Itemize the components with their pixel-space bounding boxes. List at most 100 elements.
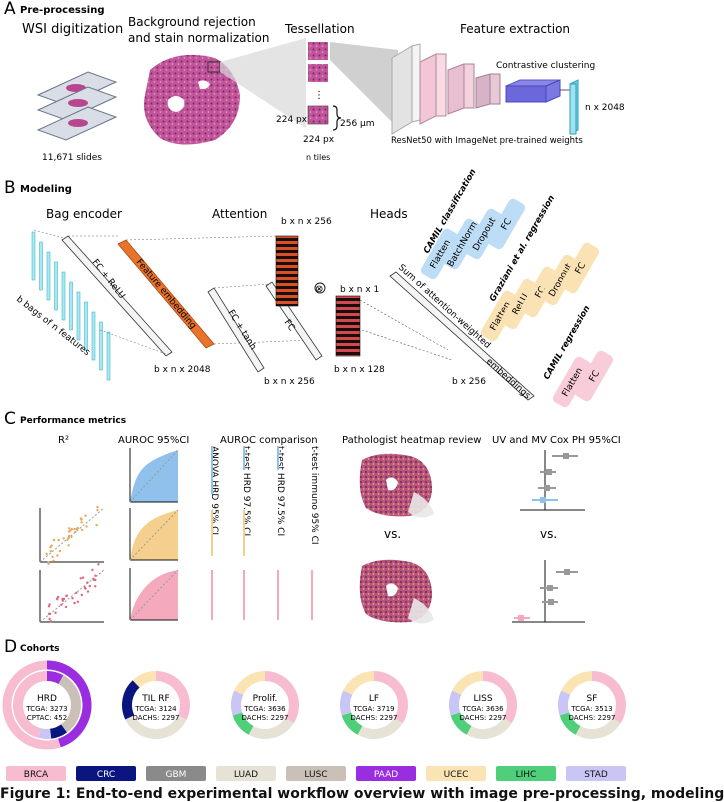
donut-segment <box>58 675 81 733</box>
scatter-point <box>68 534 71 538</box>
cohort-count-2: DACHS: 2297 <box>460 714 507 722</box>
donut-segment <box>341 712 363 735</box>
head-layer-label: FC <box>574 261 588 276</box>
donut-segment <box>450 712 472 735</box>
legend-swatch <box>76 766 136 781</box>
cohort-name: Prolif. <box>253 694 278 704</box>
dim-2048: b x n x 2048 <box>154 365 211 375</box>
scatter-point <box>50 544 53 547</box>
feature-bag <box>84 301 88 351</box>
donut-segment <box>482 671 517 724</box>
scatter-point <box>94 585 97 588</box>
scatter-point <box>49 620 52 623</box>
scatter-point <box>62 537 65 540</box>
donut-segment <box>122 680 140 720</box>
panel-c-title: Performance metrics <box>20 416 126 426</box>
cohort-name: LISS <box>473 694 492 704</box>
panel-c-letter: C <box>4 409 16 429</box>
forest-plot-2 <box>512 560 585 623</box>
cohort-count-2: CPTAC: 452 <box>27 714 67 722</box>
cohort-count-1: TCGA: 3636 <box>243 705 286 713</box>
tile-width: 224 px <box>276 115 308 125</box>
donut-segment <box>38 728 52 739</box>
legend-label: LIHC <box>516 770 537 780</box>
panel-a-title: Pre-processing <box>20 5 104 16</box>
donut-segment <box>49 724 67 739</box>
panel-b: B Modeling Bag encoder Attention Heads b… <box>4 167 613 408</box>
legend-item: LUSC <box>286 766 346 781</box>
panel-c: C Performance metrics R² AUROC 95%CI AUR… <box>4 409 621 624</box>
scatter-point <box>67 544 70 547</box>
scatter-point <box>73 527 76 531</box>
donut-segment <box>2 660 61 750</box>
tile-height: 224 px <box>303 135 335 145</box>
tissue-image <box>144 54 240 145</box>
scatter-point <box>58 549 62 553</box>
legend-swatch <box>286 766 346 781</box>
otimes: ⊗ <box>315 284 323 295</box>
donut-segment <box>340 690 353 716</box>
dim-1: b x n x 1 <box>340 285 379 295</box>
svg-text:⋮: ⋮ <box>314 90 324 101</box>
cohort-count-1: TCGA: 3513 <box>570 705 612 713</box>
donut-segment <box>132 671 157 688</box>
legend-label: GBM <box>166 770 187 780</box>
scatter-point <box>45 552 48 556</box>
pathologist-label: Pathologist heatmap review <box>342 435 481 446</box>
dim-256a: b x n x 256 <box>264 377 315 387</box>
donut-segment <box>248 717 294 739</box>
legend-item: PAAD <box>356 766 416 781</box>
fc-relu-layer <box>61 235 173 357</box>
fc-tanh-layer <box>207 287 265 373</box>
scatter-point <box>61 599 64 602</box>
donut-segment <box>591 671 626 724</box>
tess-title: Tessellation <box>284 22 355 36</box>
scatter-point <box>49 550 52 553</box>
bag-bars <box>31 231 111 381</box>
cmp-ci-lines <box>211 446 313 620</box>
scatter-point <box>97 563 100 566</box>
scatter-point <box>74 530 77 534</box>
panel-d-title: Cohorts <box>20 644 59 654</box>
legend-item: CRC <box>76 766 136 781</box>
panel-b-letter: B <box>4 178 16 198</box>
scatter-point <box>66 538 69 541</box>
roc-plot-1 <box>129 448 179 503</box>
cohort-name: HRD <box>37 694 57 704</box>
feature-bag <box>76 291 81 341</box>
legend-item: STAD <box>566 766 626 781</box>
scatter-point <box>60 603 63 606</box>
head-layer-label: FC <box>500 217 514 232</box>
scatter-point <box>81 576 85 579</box>
sum-label-line1: Sum of attention-weighted <box>396 263 492 351</box>
scatter-point <box>62 597 66 601</box>
dim-128: b x n x 128 <box>334 365 385 375</box>
scatter-point <box>48 617 51 621</box>
legend-label: PAAD <box>374 770 398 780</box>
feature-bag <box>99 321 103 371</box>
donut-segment <box>234 671 266 696</box>
scatter-point <box>76 600 80 603</box>
contrastive-label: Contrastive clustering <box>496 61 595 71</box>
donut-segment <box>575 717 621 739</box>
dim-b256: b x 256 <box>452 377 486 387</box>
cohort-count-2: DACHS: 2297 <box>351 714 398 722</box>
scatter-point <box>68 527 71 530</box>
dim-256b: b x n x 256 <box>281 217 332 227</box>
scatter-point <box>47 605 51 608</box>
donut-segment <box>46 660 92 748</box>
donut-segment <box>125 714 187 739</box>
donut-segment <box>559 712 581 735</box>
legend-swatch <box>356 766 416 781</box>
donut-segment <box>449 690 462 716</box>
legend-item: LIHC <box>496 766 556 781</box>
slide-stack: ⋮ <box>36 71 118 141</box>
roc-plot-2 <box>129 508 179 561</box>
legend-label: LUAD <box>234 770 258 780</box>
sum-layer <box>389 271 535 401</box>
